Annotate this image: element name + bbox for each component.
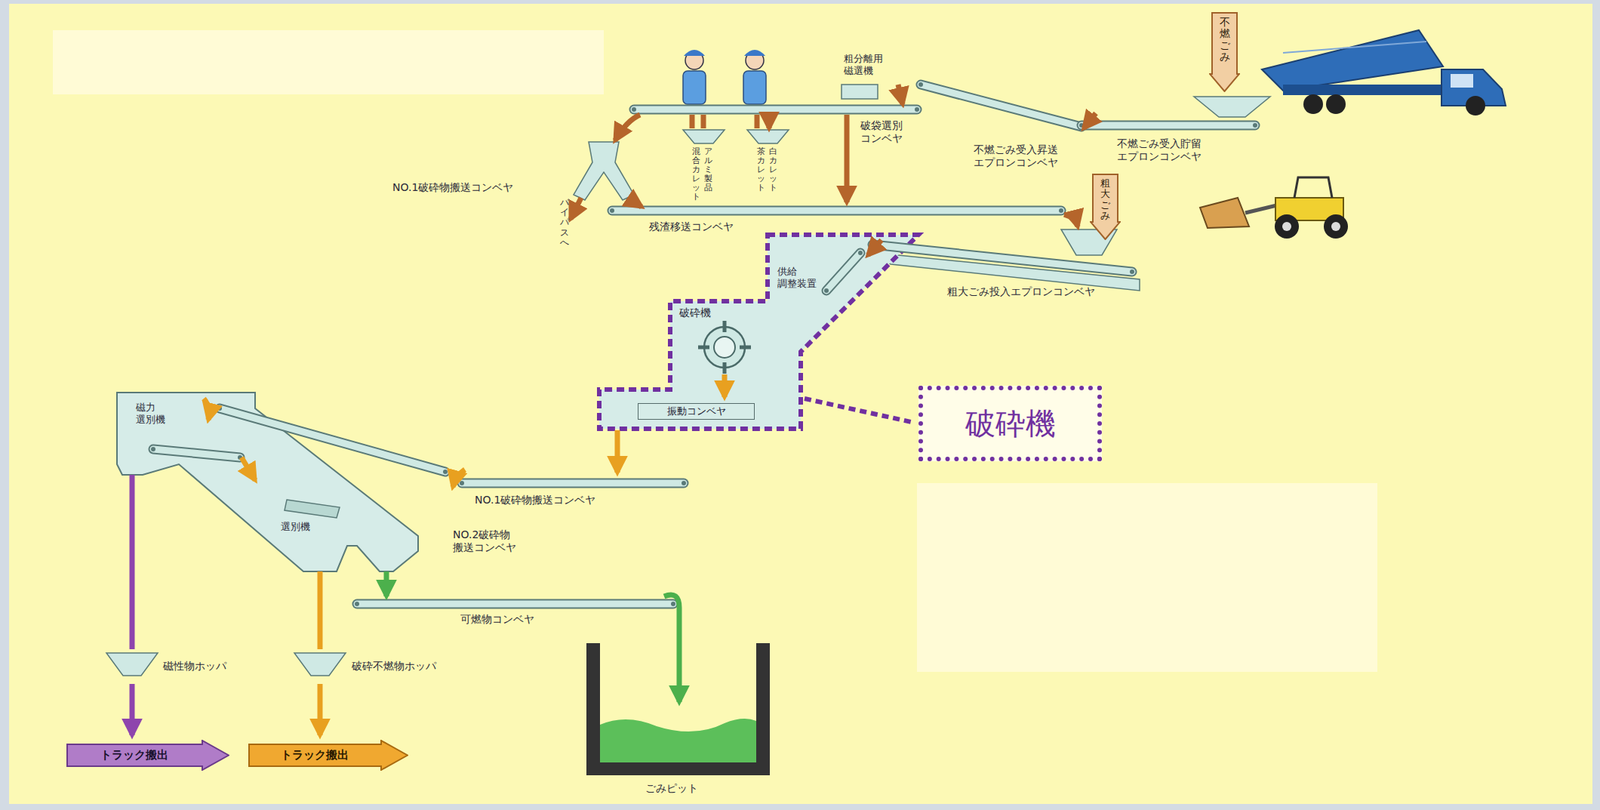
part-label: 残渣移送コンベヤ	[649, 220, 734, 234]
conveyor-belt	[461, 478, 684, 489]
arrow-outline	[1209, 12, 1240, 92]
conveyor-belt	[219, 408, 446, 472]
part-label: 破袋選別 コンベヤ	[860, 119, 903, 145]
node-text: 不燃ごみ	[1219, 16, 1231, 64]
conveyor-roller	[914, 107, 920, 112]
blank-patch	[916, 483, 1378, 672]
conveyor-roller	[443, 469, 448, 474]
callout-box: 破砕機	[918, 385, 1102, 462]
blank-patch	[52, 30, 604, 95]
part-label: ごみピット	[645, 781, 699, 795]
conveyor-roller	[1129, 269, 1135, 274]
vertical-label: 混合カレット	[692, 147, 701, 203]
conveyor-roller	[217, 406, 222, 411]
part-label: 破砕機	[679, 306, 711, 320]
node-text: トラック搬出	[280, 747, 349, 763]
conveyor-roller	[354, 601, 360, 607]
conveyor-belt	[872, 244, 1133, 272]
conveyor-belt	[633, 106, 917, 114]
conveyor-belt	[153, 449, 240, 458]
part-label: 磁性物ホッパ	[163, 659, 227, 673]
conveyor-box: 振動コンベヤ	[637, 403, 755, 420]
wheel-loader	[1200, 177, 1348, 239]
arrow-outline	[249, 740, 408, 770]
vertical-label: 白カレット	[769, 147, 778, 193]
part-label: 不燃ごみ受入貯留 エプロンコンベヤ	[1116, 137, 1202, 164]
conveyor-belt	[356, 599, 674, 610]
conveyor-belt	[219, 408, 446, 472]
leader-line	[804, 398, 915, 423]
conveyor-belt	[612, 206, 1062, 216]
output-arrow: トラック搬出	[248, 739, 409, 771]
conveyor-belt	[826, 252, 861, 291]
part-label: 破砕不燃物ホッパ	[351, 659, 437, 673]
arrow-outline	[1090, 174, 1120, 240]
conveyor-roller	[670, 601, 676, 607]
input-arrow: 不燃ごみ	[1209, 12, 1240, 93]
conveyor-belt	[633, 104, 917, 115]
conveyor-belt	[461, 480, 684, 487]
conveyor-roller	[681, 480, 687, 486]
sorting-workers	[683, 49, 767, 105]
conveyor-belt	[1081, 122, 1256, 130]
part-label: 供給 調整装置	[777, 265, 817, 290]
conveyor-roller	[858, 250, 863, 256]
conveyor-belt	[1081, 120, 1256, 131]
crusher-unit	[599, 234, 919, 429]
conveyor-roller	[150, 446, 156, 452]
conveyor-belt	[920, 84, 1082, 127]
node-text: トラック搬出	[100, 747, 169, 763]
part-label: NO.1破砕物搬送コンベヤ	[474, 493, 596, 507]
hoppers	[106, 96, 1271, 676]
conveyors	[150, 82, 1258, 607]
background	[9, 3, 1593, 804]
node-text: 粗大ごみ	[1100, 178, 1111, 222]
conveyor-belt	[612, 207, 1062, 215]
part-label: 磁力 選別機	[135, 401, 166, 425]
conveyor-roller	[459, 480, 465, 486]
conveyor-roller	[631, 107, 637, 112]
conveyor-roller	[918, 82, 924, 87]
vertical-label: 茶カレット	[756, 147, 766, 193]
conveyor-belt	[153, 449, 240, 458]
conveyor-belt	[872, 244, 1133, 272]
conveyor-belt	[356, 600, 674, 608]
part-label: 可燃物コンベヤ	[460, 612, 535, 626]
arrow-outline	[67, 740, 229, 770]
conveyor-belt	[920, 84, 1082, 127]
magnet-separator	[841, 84, 878, 99]
conveyor-roller	[1252, 123, 1258, 128]
conveyor-roller	[824, 288, 829, 293]
part-label: NO.2破砕物 搬送コンベヤ	[452, 528, 517, 554]
part-label: 粗分離用 磁選機	[843, 52, 884, 77]
part-label: NO.1破砕物搬送コンベヤ	[392, 181, 514, 194]
conveyor-roller	[1058, 208, 1064, 213]
conveyor-belt	[826, 252, 861, 291]
dump-truck	[1261, 30, 1506, 116]
vertical-label: アルミ製品	[704, 147, 713, 193]
output-arrow: トラック搬出	[66, 739, 230, 771]
node-text: 破砕機	[965, 403, 1056, 445]
part-label: 選別機	[280, 520, 311, 533]
conveyor-roller	[609, 208, 615, 213]
input-arrow: 粗大ごみ	[1089, 173, 1121, 240]
node-text: 振動コンベヤ	[667, 404, 727, 419]
part-label: 不燃ごみ受入昇送 エプロンコンベヤ	[973, 143, 1059, 170]
part-label: 粗大ごみ投入エプロンコンベヤ	[947, 285, 1096, 299]
vertical-label: バイパスへ	[560, 197, 570, 248]
